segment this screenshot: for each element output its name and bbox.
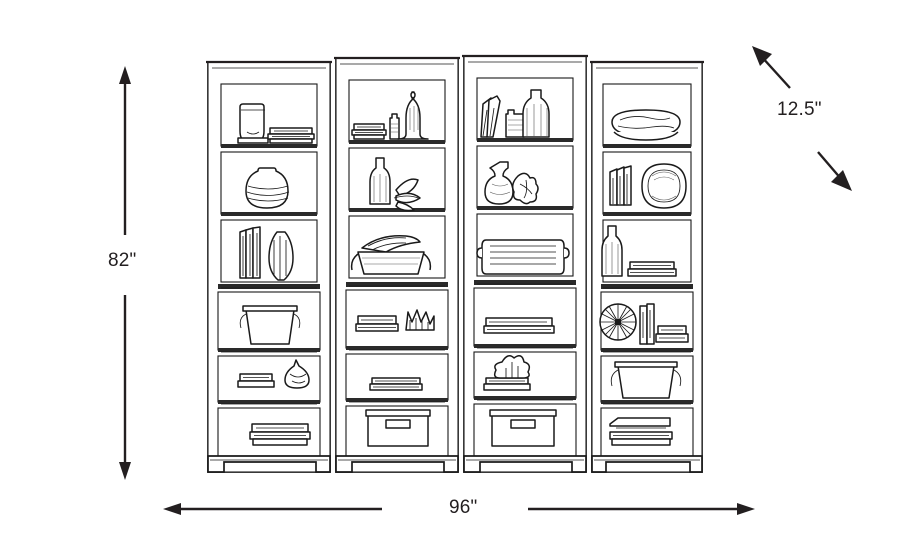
shelf-item-tall-bottle — [522, 89, 550, 138]
shelf-item-decorative-box — [476, 239, 570, 275]
width-dimension-arrow — [163, 503, 755, 515]
shelf-item-book-stack — [267, 127, 315, 144]
bookcase-unit-4 — [590, 60, 704, 473]
shelf-item-woven-basket — [239, 305, 301, 345]
shelf-item-flat-books-2 — [351, 123, 387, 140]
height-dimension-label: 82" — [108, 250, 137, 271]
shelf-item-sunburst-disc — [599, 303, 637, 341]
shelf-item-low-books — [369, 377, 423, 391]
shelf-item-leaf-sprig — [393, 178, 421, 212]
shelf-item-books-flat-3 — [355, 315, 399, 332]
shelf-item-round-pot — [245, 167, 290, 209]
shelf-item-long-book-stack — [483, 317, 555, 334]
bookcase-unit-1 — [206, 60, 332, 473]
shelf-item-ribbed-vase — [268, 231, 294, 281]
depth-dimension-arrow — [752, 46, 852, 191]
shelf-item-stacked-books-2 — [609, 417, 673, 446]
shelf-item-woven-basket-2 — [610, 361, 682, 399]
shelf-item-stacked-books — [249, 423, 311, 446]
shelf-item-apothecary-jar — [397, 91, 429, 140]
shelf-item-glass-vase — [237, 103, 269, 144]
shelf-item-coral-fan — [405, 309, 435, 331]
shelf-item-decorative-block — [505, 109, 525, 138]
shelf-item-coral-piece — [511, 172, 539, 205]
shelf-item-bottle — [369, 157, 391, 205]
shelf-item-leaning-books — [480, 95, 501, 138]
bookcase-unit-2 — [334, 56, 460, 473]
shelf-item-wicker-basket-2 — [489, 409, 557, 447]
height-dimension-arrow — [119, 66, 131, 480]
shelf-item-books-succulent — [483, 355, 531, 391]
depth-dimension-label: 12.5" — [777, 99, 822, 120]
shelf-item-gourd-finial — [284, 359, 310, 389]
shelf-item-oval-platter — [611, 109, 681, 141]
shelf-item-scalloped-plate — [641, 163, 687, 209]
shelf-item-book-stack-2 — [627, 261, 677, 277]
shelf-item-bottle-2 — [601, 225, 623, 277]
bookcase-unit-3 — [462, 54, 588, 473]
shelf-item-tray-linens — [350, 235, 432, 275]
shelf-item-flat-books — [237, 373, 275, 388]
shelf-item-books-upright-3 — [639, 303, 689, 345]
shelf-item-upright-books-2 — [609, 165, 632, 206]
width-dimension-label: 96" — [449, 497, 478, 518]
shelf-item-gourd-vase — [484, 161, 514, 205]
shelf-item-wicker-storage-basket — [365, 409, 431, 447]
shelf-item-canister — [389, 113, 400, 140]
shelf-item-books-upright — [239, 226, 261, 279]
